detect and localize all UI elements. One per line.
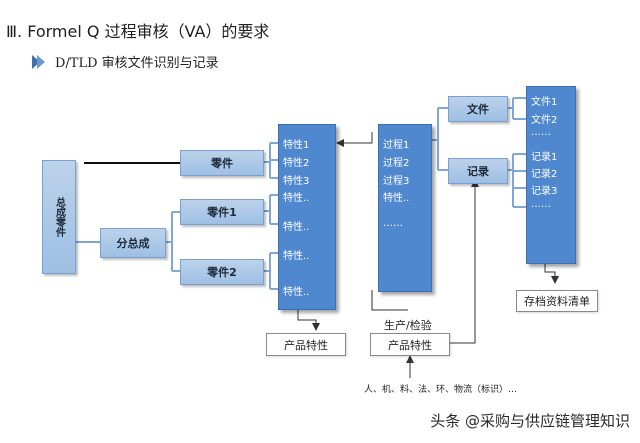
- feature-item: 特性3: [283, 176, 310, 187]
- watermark: 头条 @采购与供应链管理知识: [430, 412, 630, 430]
- factors-text: 人、机、料、法、环、物流（标识）…: [364, 385, 518, 395]
- doc-item: 文件1: [531, 97, 558, 108]
- feature-column: [278, 124, 336, 310]
- subtitle: D/TLD 审核文件识别与记录: [55, 56, 219, 71]
- feature-item: 特性1: [283, 140, 310, 151]
- subtitle-row: D/TLD 审核文件识别与记录: [32, 52, 219, 71]
- page-title: Ⅲ. Formel Q 过程审核（VA）的要求: [6, 22, 270, 41]
- feature-item: 特性..: [283, 222, 310, 233]
- part1-label: 零件1: [207, 206, 237, 219]
- doc-item: 记录3: [531, 186, 558, 197]
- part2-label: 零件2: [207, 266, 237, 279]
- part2-node: 零件2: [180, 259, 264, 285]
- record-node: 记录: [448, 158, 508, 184]
- product-feature-label: 产品特性: [284, 338, 328, 352]
- subassembly-label: 分总成: [116, 237, 150, 250]
- feature-item: 特性..: [283, 193, 310, 204]
- archive-list-label: 存档资料清单: [524, 295, 590, 308]
- process-item: 过程2: [383, 158, 410, 169]
- process-item: 过程3: [383, 176, 410, 187]
- part-label: 零件: [211, 157, 233, 170]
- product-feature-box: 产品特性: [266, 333, 346, 356]
- doc-item: 记录2: [531, 169, 558, 180]
- doc-item: ……: [531, 199, 551, 210]
- part1-node: 零件1: [180, 199, 264, 225]
- process-item: 特性..: [383, 193, 410, 204]
- file-node: 文件: [448, 96, 508, 122]
- part-node: 零件: [180, 150, 264, 176]
- double-chevron-icon: [32, 54, 45, 69]
- doc-item: 文件2: [531, 115, 558, 126]
- process-item: ……: [383, 218, 403, 229]
- record-label: 记录: [467, 165, 489, 178]
- feature-item: 特性..: [283, 287, 310, 298]
- production-label: 生产/检验: [384, 319, 432, 332]
- production-feature-box: 产品特性: [370, 333, 450, 356]
- doc-item: 记录1: [531, 152, 558, 163]
- doc-item: ……: [531, 127, 551, 138]
- archive-list-box: 存档资料清单: [516, 290, 598, 312]
- feature-item: 特性..: [283, 251, 310, 262]
- assembly-node: 总成零件: [42, 160, 76, 274]
- process-column: [378, 124, 432, 292]
- feature-item: 特性2: [283, 158, 310, 169]
- process-item: 过程1: [383, 140, 410, 151]
- subassembly-node: 分总成: [100, 228, 166, 258]
- docs-column: [526, 86, 576, 264]
- production-feature-label: 产品特性: [388, 338, 432, 352]
- file-label: 文件: [467, 103, 489, 116]
- assembly-label: 总成零件: [53, 197, 65, 237]
